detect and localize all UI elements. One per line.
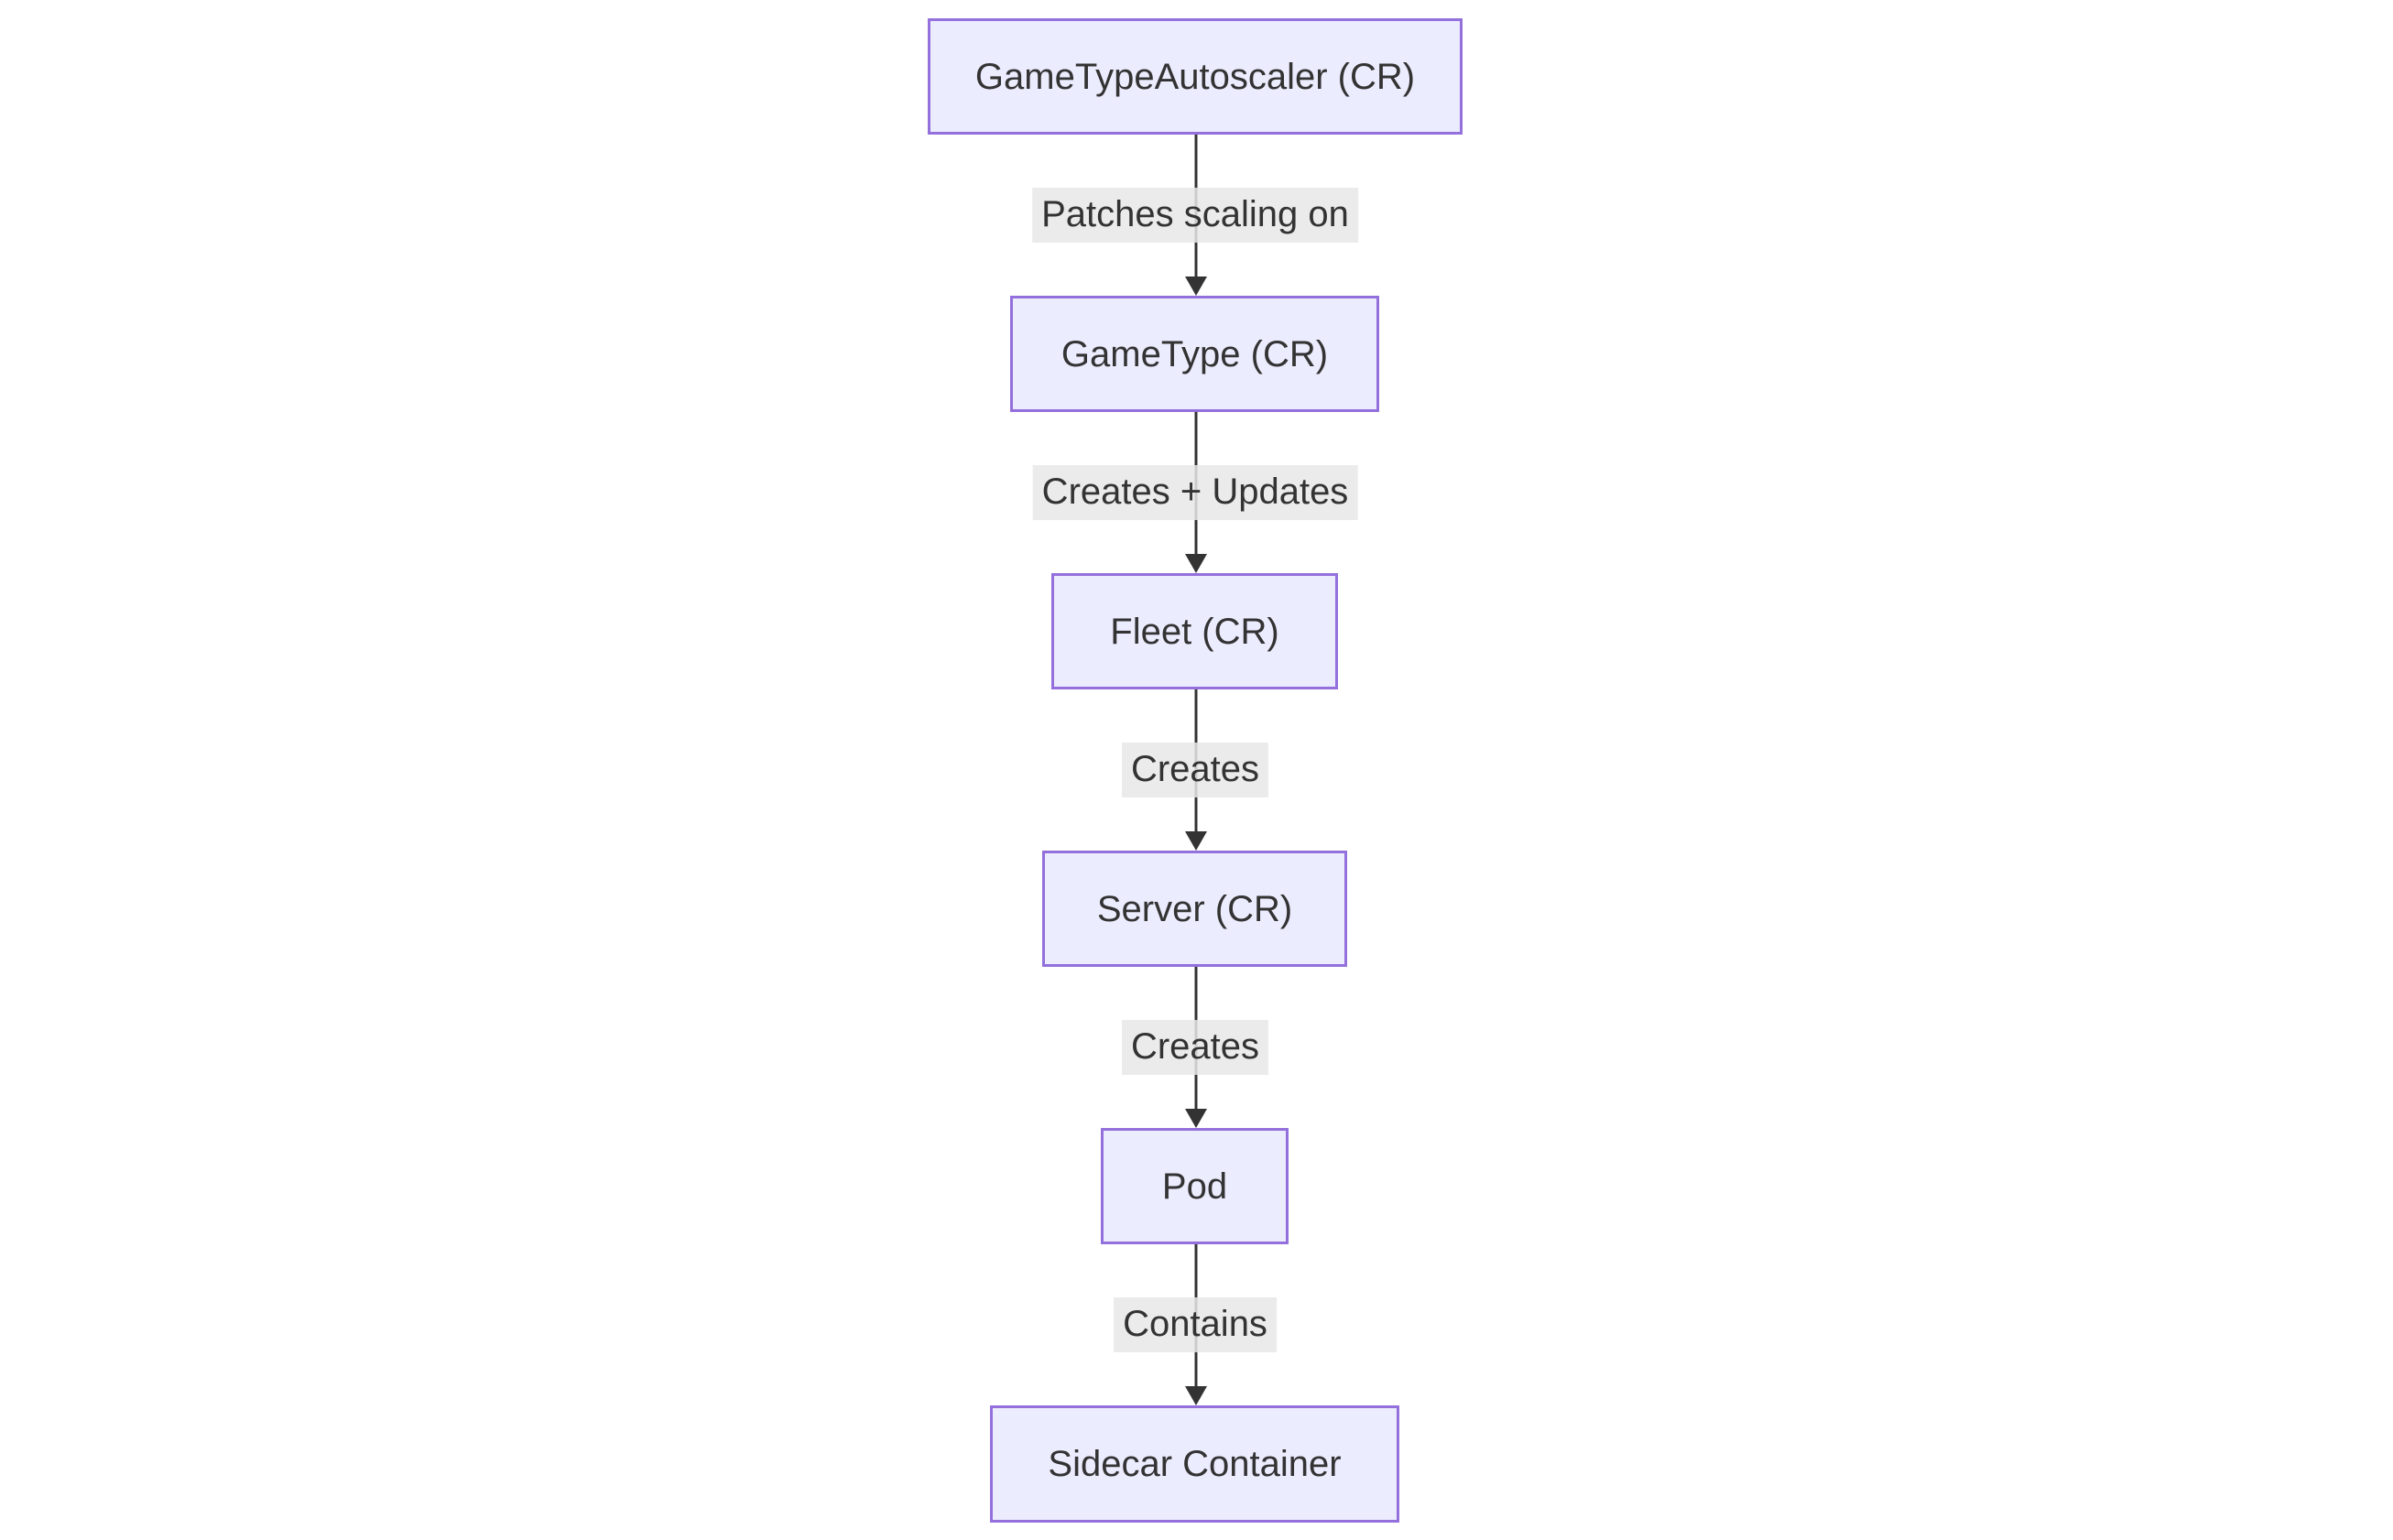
arrowhead-down-icon [1184, 1386, 1207, 1405]
node-label: Server (CR) [1096, 888, 1293, 929]
node-server: Server (CR) [1042, 851, 1347, 967]
node-fleet: Fleet (CR) [1051, 573, 1338, 689]
edge-label-creates: Creates [1121, 1020, 1269, 1075]
edge-label-contains: Contains [1114, 1297, 1277, 1352]
edge-label-patches-scaling-on: Patches scaling on [1032, 188, 1358, 243]
arrowhead-down-icon [1184, 554, 1207, 573]
node-label: GameTypeAutoscaler (CR) [974, 56, 1416, 97]
arrowhead-down-icon [1184, 1109, 1207, 1128]
node-label: GameType (CR) [1061, 333, 1329, 374]
node-label: Pod [1161, 1166, 1228, 1207]
edge-label-creates-updates: Creates + Updates [1032, 465, 1358, 520]
edge-label-creates: Creates [1121, 743, 1269, 797]
node-gametypeautoscaler: GameTypeAutoscaler (CR) [928, 18, 1463, 135]
node-label: Sidecar Container [1048, 1444, 1342, 1484]
node-label: Fleet (CR) [1110, 611, 1279, 652]
node-gametype: GameType (CR) [1010, 296, 1379, 412]
arrowhead-down-icon [1184, 831, 1207, 851]
arrowhead-down-icon [1184, 277, 1207, 296]
node-pod: Pod [1101, 1128, 1289, 1244]
node-sidecar-container: Sidecar Container [990, 1405, 1399, 1523]
